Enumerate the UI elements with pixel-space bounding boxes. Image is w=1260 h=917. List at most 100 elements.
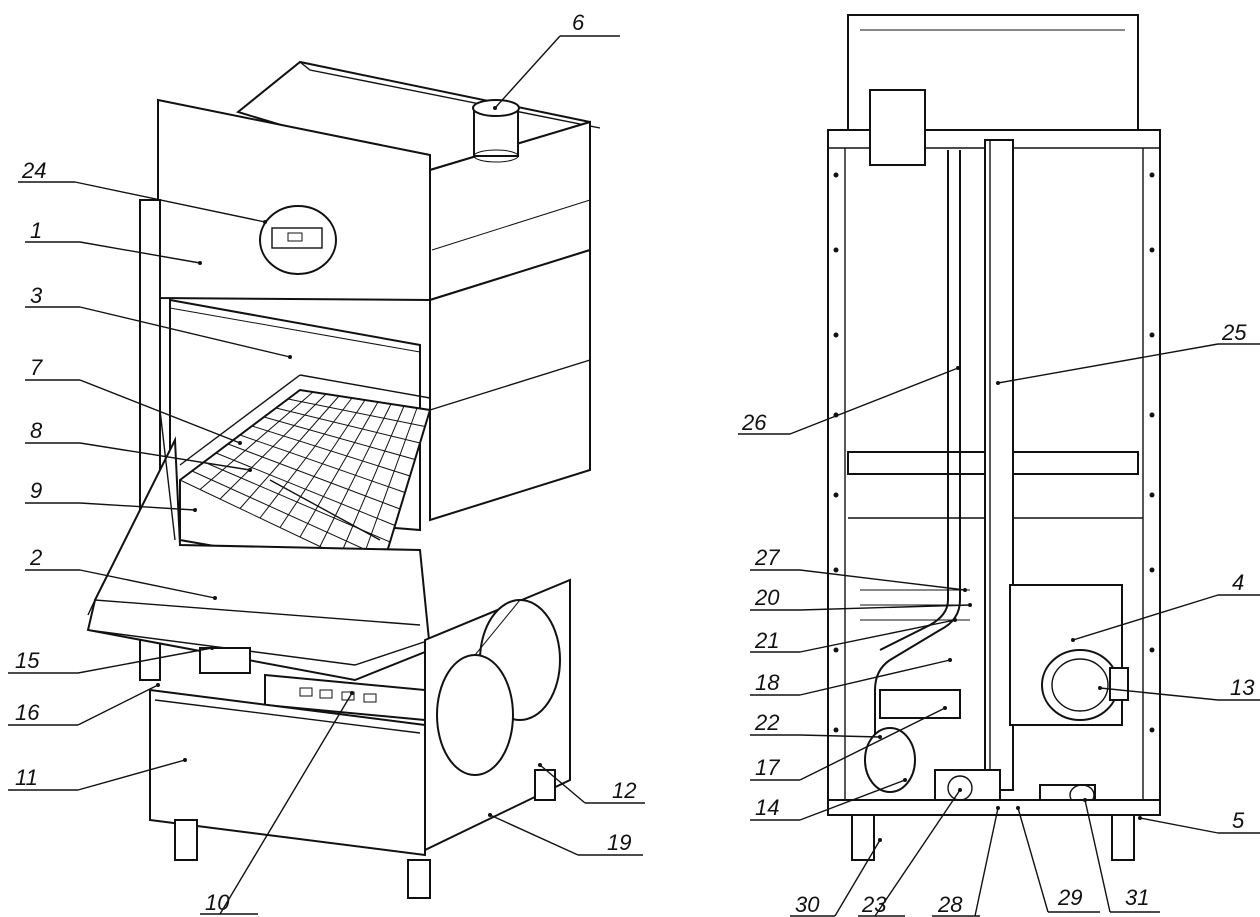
callout-dot [193,508,197,512]
callout-9: 9 [25,478,197,512]
callout-8: 8 [25,418,252,472]
callout-leader [79,306,291,358]
boiler-tanks [436,599,561,776]
callout-24: 24 [18,158,267,224]
callout-label: 3 [30,283,43,308]
callout-dot [996,806,1000,810]
callout-dot [198,261,202,265]
callout-4: 4 [1071,570,1260,642]
rivet [833,567,839,573]
door-panel [86,436,432,682]
rivet [1149,412,1155,418]
callout-dot [948,658,952,662]
callout-leader [799,619,956,653]
callout-leader [974,807,999,917]
callout-label: 11 [15,765,38,790]
callout-label: 7 [30,355,43,380]
rivet [1149,247,1155,253]
callout-leader [1072,594,1219,641]
rivet [1149,567,1155,573]
rear-leg-left [851,814,875,861]
frame-rivets [833,172,1155,733]
callout-label: 4 [1232,570,1244,595]
callout-dot [210,646,214,650]
callout-leader [79,442,251,471]
callout-dot [956,366,960,370]
callout-leader [799,779,906,821]
callout-dot [263,220,267,224]
callout-leader [799,707,946,781]
callout-dot [996,381,1000,385]
callout-dot [248,468,252,472]
basket-wire [339,405,405,557]
rear-view [827,14,1161,861]
callout-dot [538,763,542,767]
front-door [86,409,432,682]
callout-label: 31 [1125,885,1149,910]
callout-label: 28 [937,892,963,917]
callout-leader [79,241,201,264]
callout-label: 19 [607,830,631,855]
basket-wire [275,407,421,444]
callout-leader [494,35,561,109]
callout-leader [77,647,213,674]
callout-leader [834,839,881,917]
rear-base [827,799,1161,816]
rivet [1149,492,1155,498]
callout-dot [903,778,907,782]
callout-leader [799,604,971,611]
callout-leader [1139,817,1219,834]
callout-18: 18 [750,658,952,696]
front-leg-right [407,859,431,899]
basket-wire [299,389,431,411]
basket-wire [319,403,392,547]
callout-27: 27 [750,545,967,592]
rivet [833,492,839,498]
basket-wire [251,425,411,477]
callout-leader [79,569,216,599]
callout-label: 20 [754,585,780,610]
callout-dot [213,596,217,600]
basket-wire [279,399,366,528]
callout-15: 15 [8,646,214,674]
callout-leader [1084,799,1111,913]
callout-19: 19 [488,813,643,856]
callout-dot [878,735,882,739]
callout-label: 1 [30,218,42,243]
callout-label: 29 [1057,885,1082,910]
callout-dot [493,106,497,110]
basket-wire [299,401,379,538]
callout-dot [968,603,972,607]
wash-basket [179,374,432,577]
callout-leader [874,789,961,917]
rivet [833,332,839,338]
basket-grid [179,389,431,576]
rivet [833,247,839,253]
callout-leader [1099,687,1219,701]
callout-label: 23 [861,892,887,917]
callout-label: 27 [754,545,780,570]
callout-leader [219,692,353,915]
callout-label: 6 [572,10,585,35]
callout-leader [77,684,159,726]
rivet [833,647,839,653]
callout-label: 25 [1221,320,1247,345]
callout-leader [789,367,959,435]
callout-17: 17 [750,706,947,781]
callout-label: 21 [754,628,779,653]
front-view [86,60,601,899]
callout-13: 13 [1098,675,1260,701]
callout-leader [539,764,586,804]
inlet-valve [199,647,251,674]
callout-label: 10 [205,890,230,915]
wash-pump [1041,649,1129,721]
callout-5: 5 [1138,808,1260,834]
callout-31: 31 [1083,798,1160,913]
callout-25: 25 [996,320,1260,385]
hood-window [259,205,337,275]
callout-label: 9 [30,478,42,503]
callout-28: 28 [932,806,1000,917]
spray-arm [269,479,381,541]
callout-30: 30 [790,838,882,917]
callout-12: 12 [538,763,645,804]
